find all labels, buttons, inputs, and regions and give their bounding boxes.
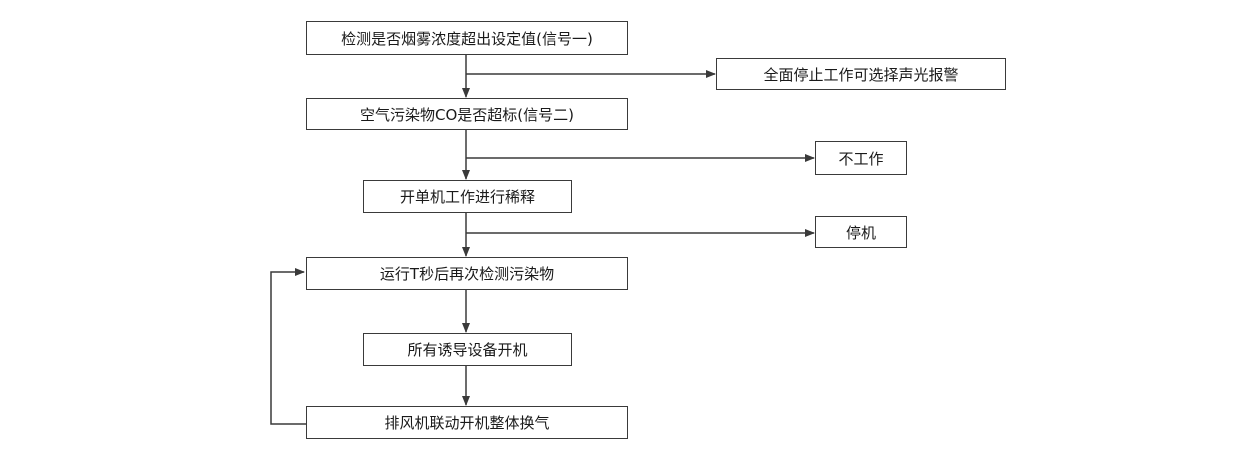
step-exhaust-linked: 排风机联动开机整体换气 (306, 406, 628, 439)
step-co-check-label: 空气污染物CO是否超标(信号二) (360, 105, 574, 124)
step-induction-on: 所有诱导设备开机 (363, 333, 572, 366)
step-not-working: 不工作 (815, 141, 907, 175)
step-single-dilution: 开单机工作进行稀释 (363, 180, 572, 213)
step-recheck-label: 运行T秒后再次检测污染物 (379, 265, 555, 283)
step-stop-alarm: 全面停止工作可选择声光报警 (716, 58, 1006, 90)
connector-loop-back (270, 268, 306, 425)
step-shutdown-label: 停机 (845, 223, 876, 242)
step-stop-alarm-label: 全面停止工作可选择声光报警 (763, 65, 959, 84)
step-exhaust-linked-label: 排风机联动开机整体换气 (384, 414, 550, 432)
step-detect-smoke-label: 检测是否烟雾浓度超出设定值(信号一) (341, 29, 593, 48)
step-not-working-label: 不工作 (838, 149, 884, 168)
step-detect-smoke: 检测是否烟雾浓度超出设定值(信号一) (306, 21, 628, 55)
step-shutdown: 停机 (815, 216, 907, 248)
step-induction-on-label: 所有诱导设备开机 (407, 341, 528, 359)
step-co-check: 空气污染物CO是否超标(信号二) (306, 98, 628, 130)
step-recheck: 运行T秒后再次检测污染物 (306, 257, 628, 290)
step-single-dilution-label: 开单机工作进行稀释 (399, 188, 535, 206)
